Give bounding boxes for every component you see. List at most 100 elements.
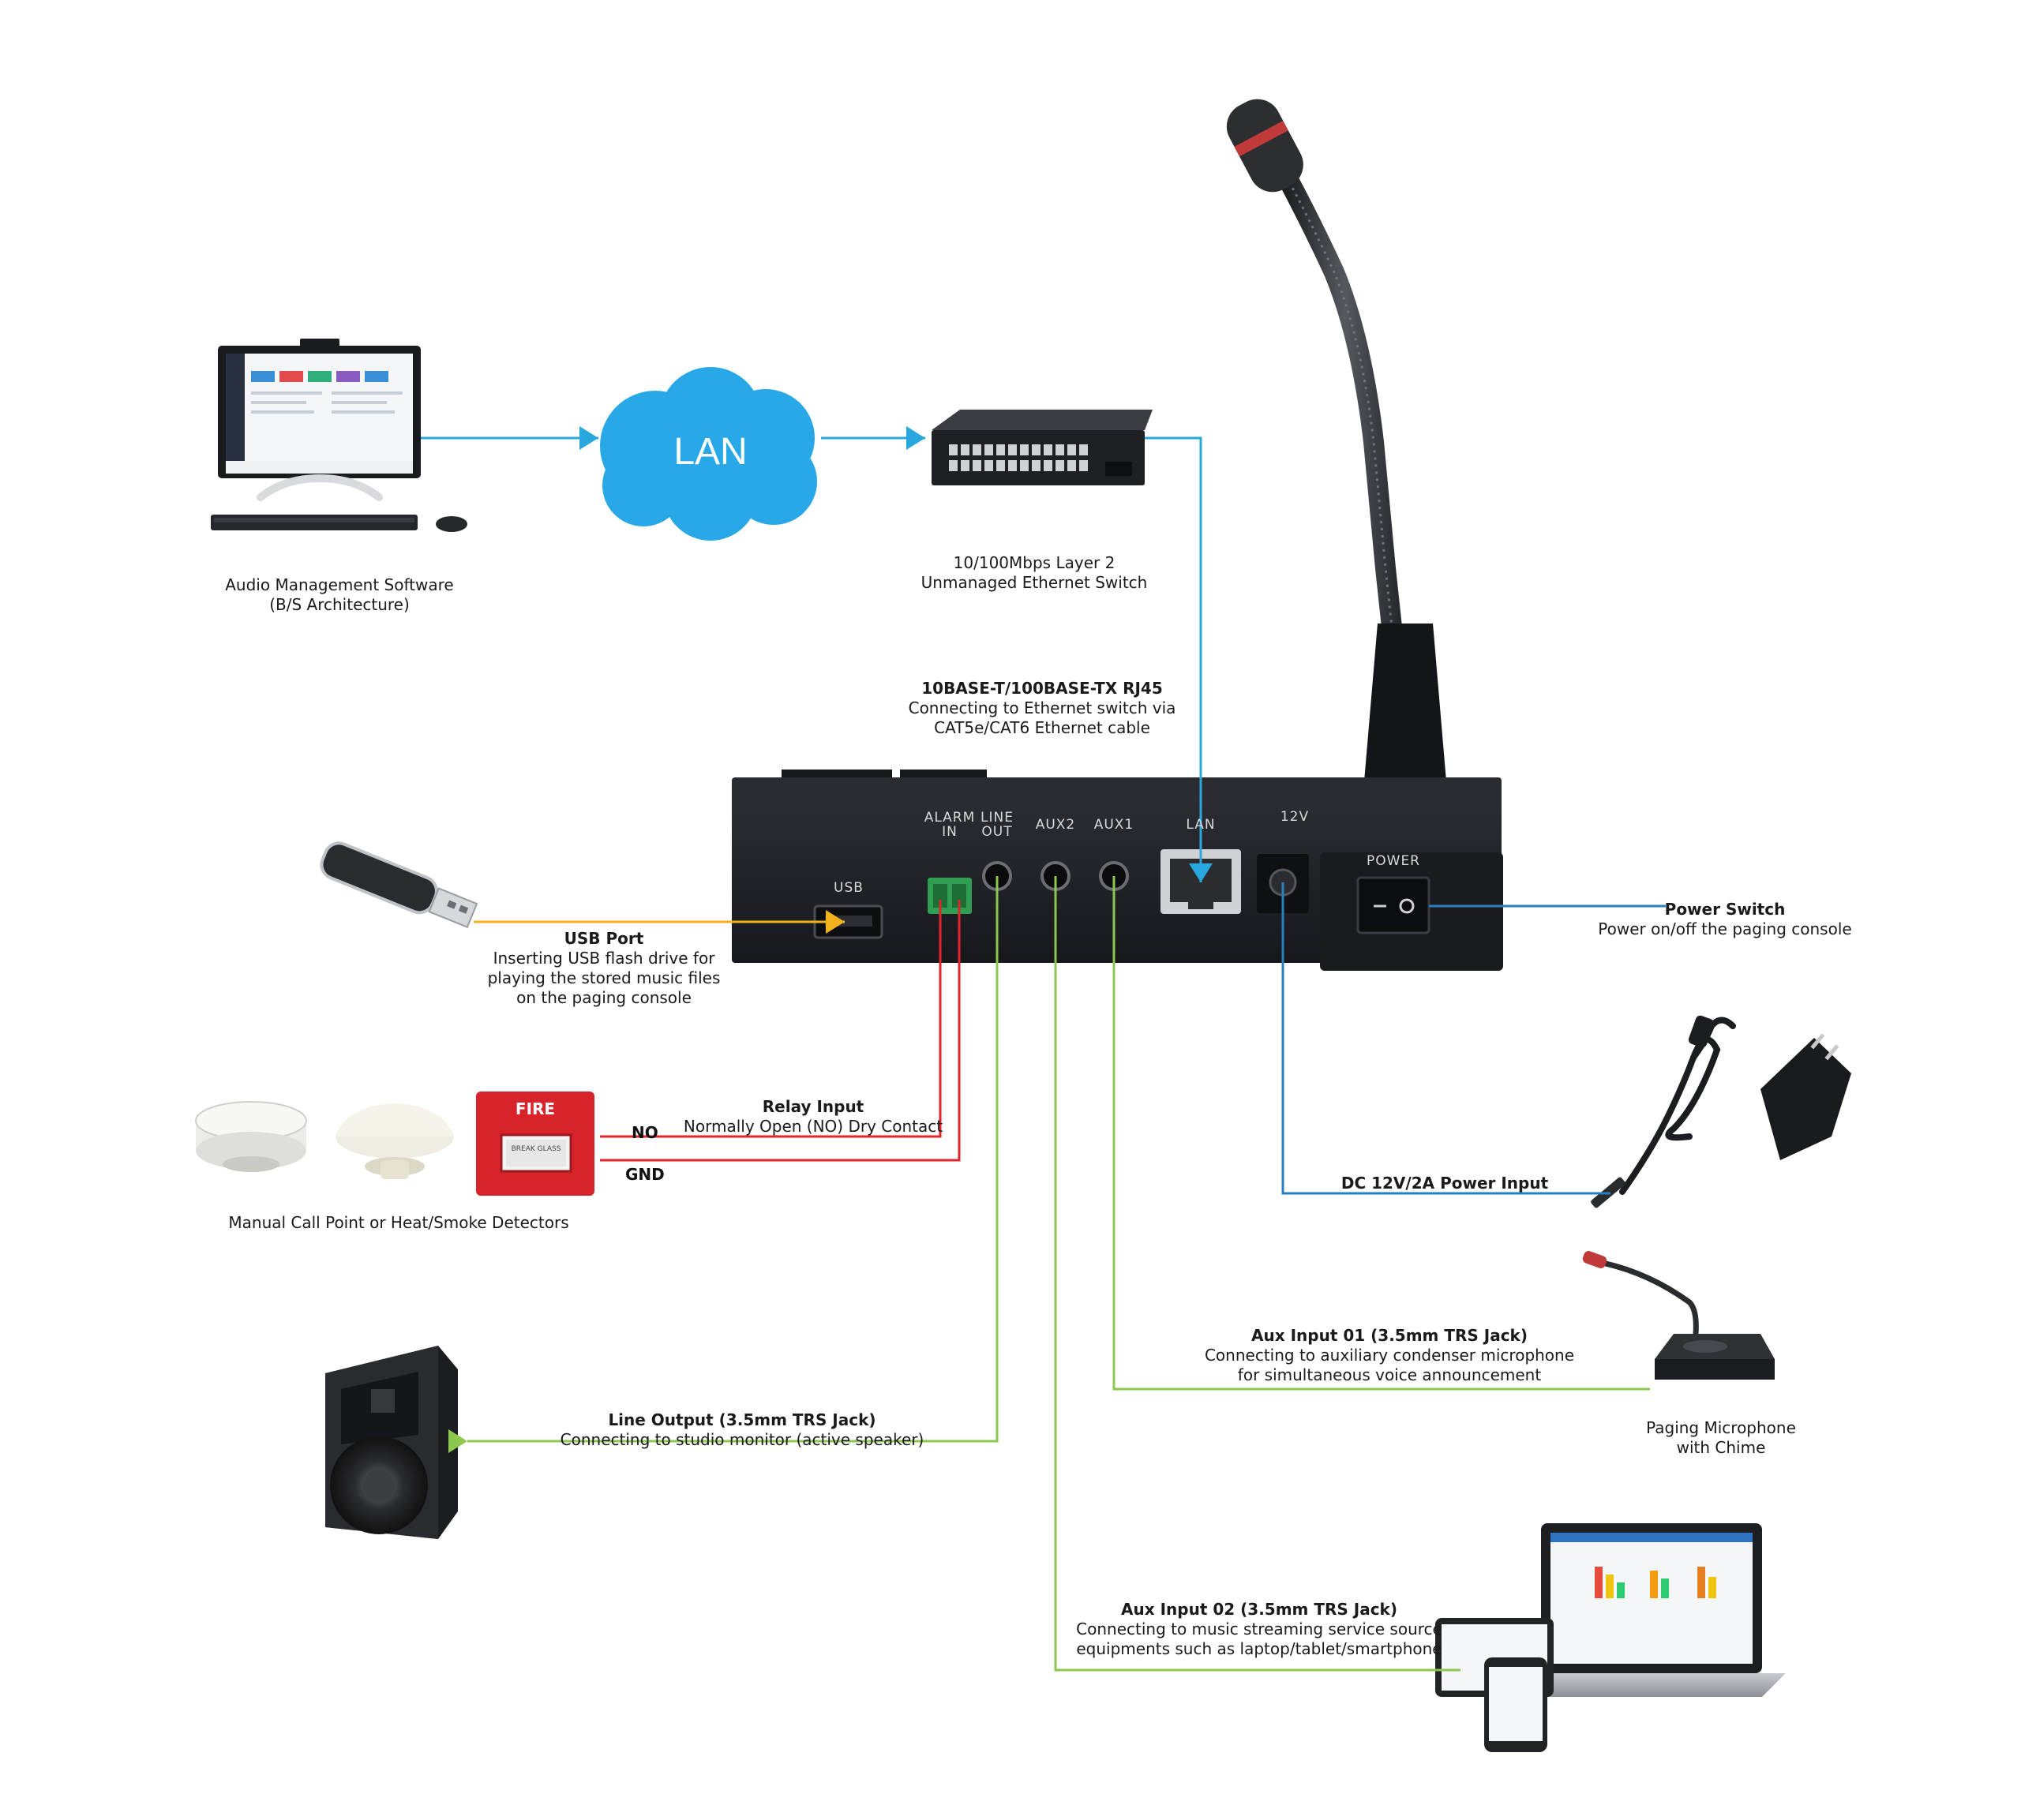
lan-cloud-label: LAN [673, 431, 748, 473]
line-output-description: Line Output (3.5mm TRS Jack) Connecting … [553, 1410, 932, 1450]
relay-input-description: Relay Input Normally Open (NO) Dry Conta… [679, 1097, 947, 1137]
power-adapter-icon [1591, 1015, 1851, 1208]
switch-label-line2: Unmanaged Ethernet Switch [921, 573, 1148, 592]
ethernet-switch-icon [932, 410, 1153, 485]
power-switch-title: Power Switch [1664, 900, 1786, 919]
switch-port [1008, 460, 1017, 471]
switch-port [961, 460, 969, 471]
paging-console-body [732, 770, 1503, 971]
computer-icon [211, 339, 467, 532]
alarm-in-line2: IN [942, 824, 958, 840]
switch-label: 10/100Mbps Layer 2 Unmanaged Ethernet Sw… [916, 553, 1153, 593]
wire-dc-power [1281, 882, 1610, 1195]
aux2-description: Aux Input 02 (3.5mm TRS Jack) Connecting… [1074, 1600, 1445, 1659]
switch-port [996, 460, 1005, 471]
laptop-tablet-phone-icon [1435, 1523, 1786, 1752]
switch-port [973, 444, 981, 455]
alarm-in-port-label: ALARM IN [920, 811, 980, 839]
aux1-label-title: Aux Input 01 (3.5mm TRS Jack) [1251, 1326, 1528, 1345]
line-out-line1: LINE [981, 810, 1014, 826]
line-out-label-line1: Connecting to studio monitor (active spe… [560, 1430, 924, 1449]
computer-label-title: Audio Management Software [225, 575, 454, 594]
switch-port [1008, 444, 1017, 455]
switch-port [1020, 444, 1029, 455]
manual-call-point-icon [476, 1092, 594, 1196]
switch-port [1044, 444, 1052, 455]
aux1-label-line1: Connecting to auxiliary condenser microp… [1204, 1346, 1575, 1365]
line-out-port-label: LINE OUT [971, 811, 1023, 839]
wire-relay-no [600, 900, 942, 1138]
switch-port [1032, 460, 1040, 471]
lan-port-label: LAN [1186, 817, 1216, 833]
relay-gnd-label: GND [625, 1165, 665, 1184]
dc-power-description: DC 12V/2A Power Input [1318, 1174, 1571, 1193]
detectors-label: Manual Call Point or Heat/Smoke Detector… [228, 1213, 569, 1232]
switch-port [984, 444, 993, 455]
switch-port [1020, 460, 1029, 471]
computer-label: Audio Management Software (B/S Architect… [221, 575, 458, 615]
paging-mic-line2: with Chime [1676, 1438, 1766, 1457]
rj45-label-line2: CAT5e/CAT6 Ethernet cable [934, 718, 1150, 737]
switch-port [1055, 460, 1064, 471]
smoke-detector-icon [195, 1101, 307, 1172]
switch-port [961, 444, 969, 455]
wire-aux1 [1112, 876, 1650, 1391]
usb-port-label: USB [834, 880, 864, 896]
power-port-label: POWER [1367, 853, 1420, 869]
switch-port [1067, 444, 1076, 455]
aux2-label-line2: equipments such as laptop/tablet/smartph… [1076, 1639, 1442, 1658]
aux1-label-line2: for simultaneous voice announcement [1237, 1365, 1542, 1384]
relay-label-line1: Normally Open (NO) Dry Contact [683, 1117, 943, 1136]
heat-detector-icon [336, 1103, 454, 1179]
aux1-description: Aux Input 01 (3.5mm TRS Jack) Connecting… [1184, 1326, 1595, 1385]
fire-box-sublabel: BREAK GLASS [511, 1145, 561, 1153]
switch-label-line1: 10/100Mbps Layer 2 [953, 553, 1115, 572]
rj45-label: 10BASE-T/100BASE-TX RJ45 Connecting to E… [900, 679, 1184, 738]
computer-label-sub: (B/S Architecture) [269, 595, 410, 614]
wire-switch-to-lan [1145, 436, 1213, 882]
aux1-port-label: AUX1 [1093, 817, 1134, 833]
power-switch-line1: Power on/off the paging console [1598, 919, 1852, 938]
fire-box-label: FIRE [515, 1099, 556, 1118]
rj45-label-line1: Connecting to Ethernet switch via [908, 698, 1176, 717]
dc-port-label: 12V [1280, 809, 1310, 825]
aux2-label-title: Aux Input 02 (3.5mm TRS Jack) [1121, 1600, 1397, 1619]
paging-microphone-icon [1582, 1251, 1775, 1380]
switch-port [1055, 444, 1064, 455]
paging-mic-line1: Paging Microphone [1646, 1418, 1796, 1437]
lan-cloud-icon [600, 367, 817, 541]
usb-label-line3: on the paging console [516, 988, 692, 1007]
power-switch-description: Power Switch Power on/off the paging con… [1595, 900, 1855, 939]
rj45-label-title: 10BASE-T/100BASE-TX RJ45 [921, 679, 1163, 698]
studio-monitor-speaker-icon [325, 1346, 458, 1539]
usb-label-line2: playing the stored music files [487, 968, 721, 987]
switch-port [996, 444, 1005, 455]
alarm-in-line1: ALARM [924, 810, 976, 826]
gooseneck-microphone-icon [1226, 99, 1446, 792]
switch-port [984, 460, 993, 471]
line-out-label-title: Line Output (3.5mm TRS Jack) [608, 1410, 876, 1429]
switch-port [1067, 460, 1076, 471]
wire-aux2 [1054, 876, 1460, 1672]
wire-relay-gnd [600, 900, 961, 1162]
wire-line-out [448, 876, 999, 1453]
usb-flash-drive-icon [320, 841, 478, 929]
switch-port [1079, 460, 1088, 471]
switch-port [949, 444, 958, 455]
usb-port-description: USB Port Inserting USB flash drive for p… [474, 929, 734, 1008]
paging-mic-label: Paging Microphone with Chime [1626, 1418, 1816, 1458]
switch-port [1044, 460, 1052, 471]
line-out-line2: OUT [981, 824, 1013, 840]
relay-no-label: NO [632, 1123, 658, 1142]
aux2-label-line1: Connecting to music streaming service so… [1076, 1620, 1442, 1638]
switch-port [949, 460, 958, 471]
usb-label-line1: Inserting USB flash drive for [493, 949, 715, 968]
relay-label-title: Relay Input [762, 1097, 864, 1116]
switch-port [1079, 444, 1088, 455]
switch-port [973, 460, 981, 471]
dc-label-title: DC 12V/2A Power Input [1340, 1174, 1549, 1193]
usb-label-title: USB Port [564, 929, 644, 948]
switch-port [1032, 444, 1040, 455]
